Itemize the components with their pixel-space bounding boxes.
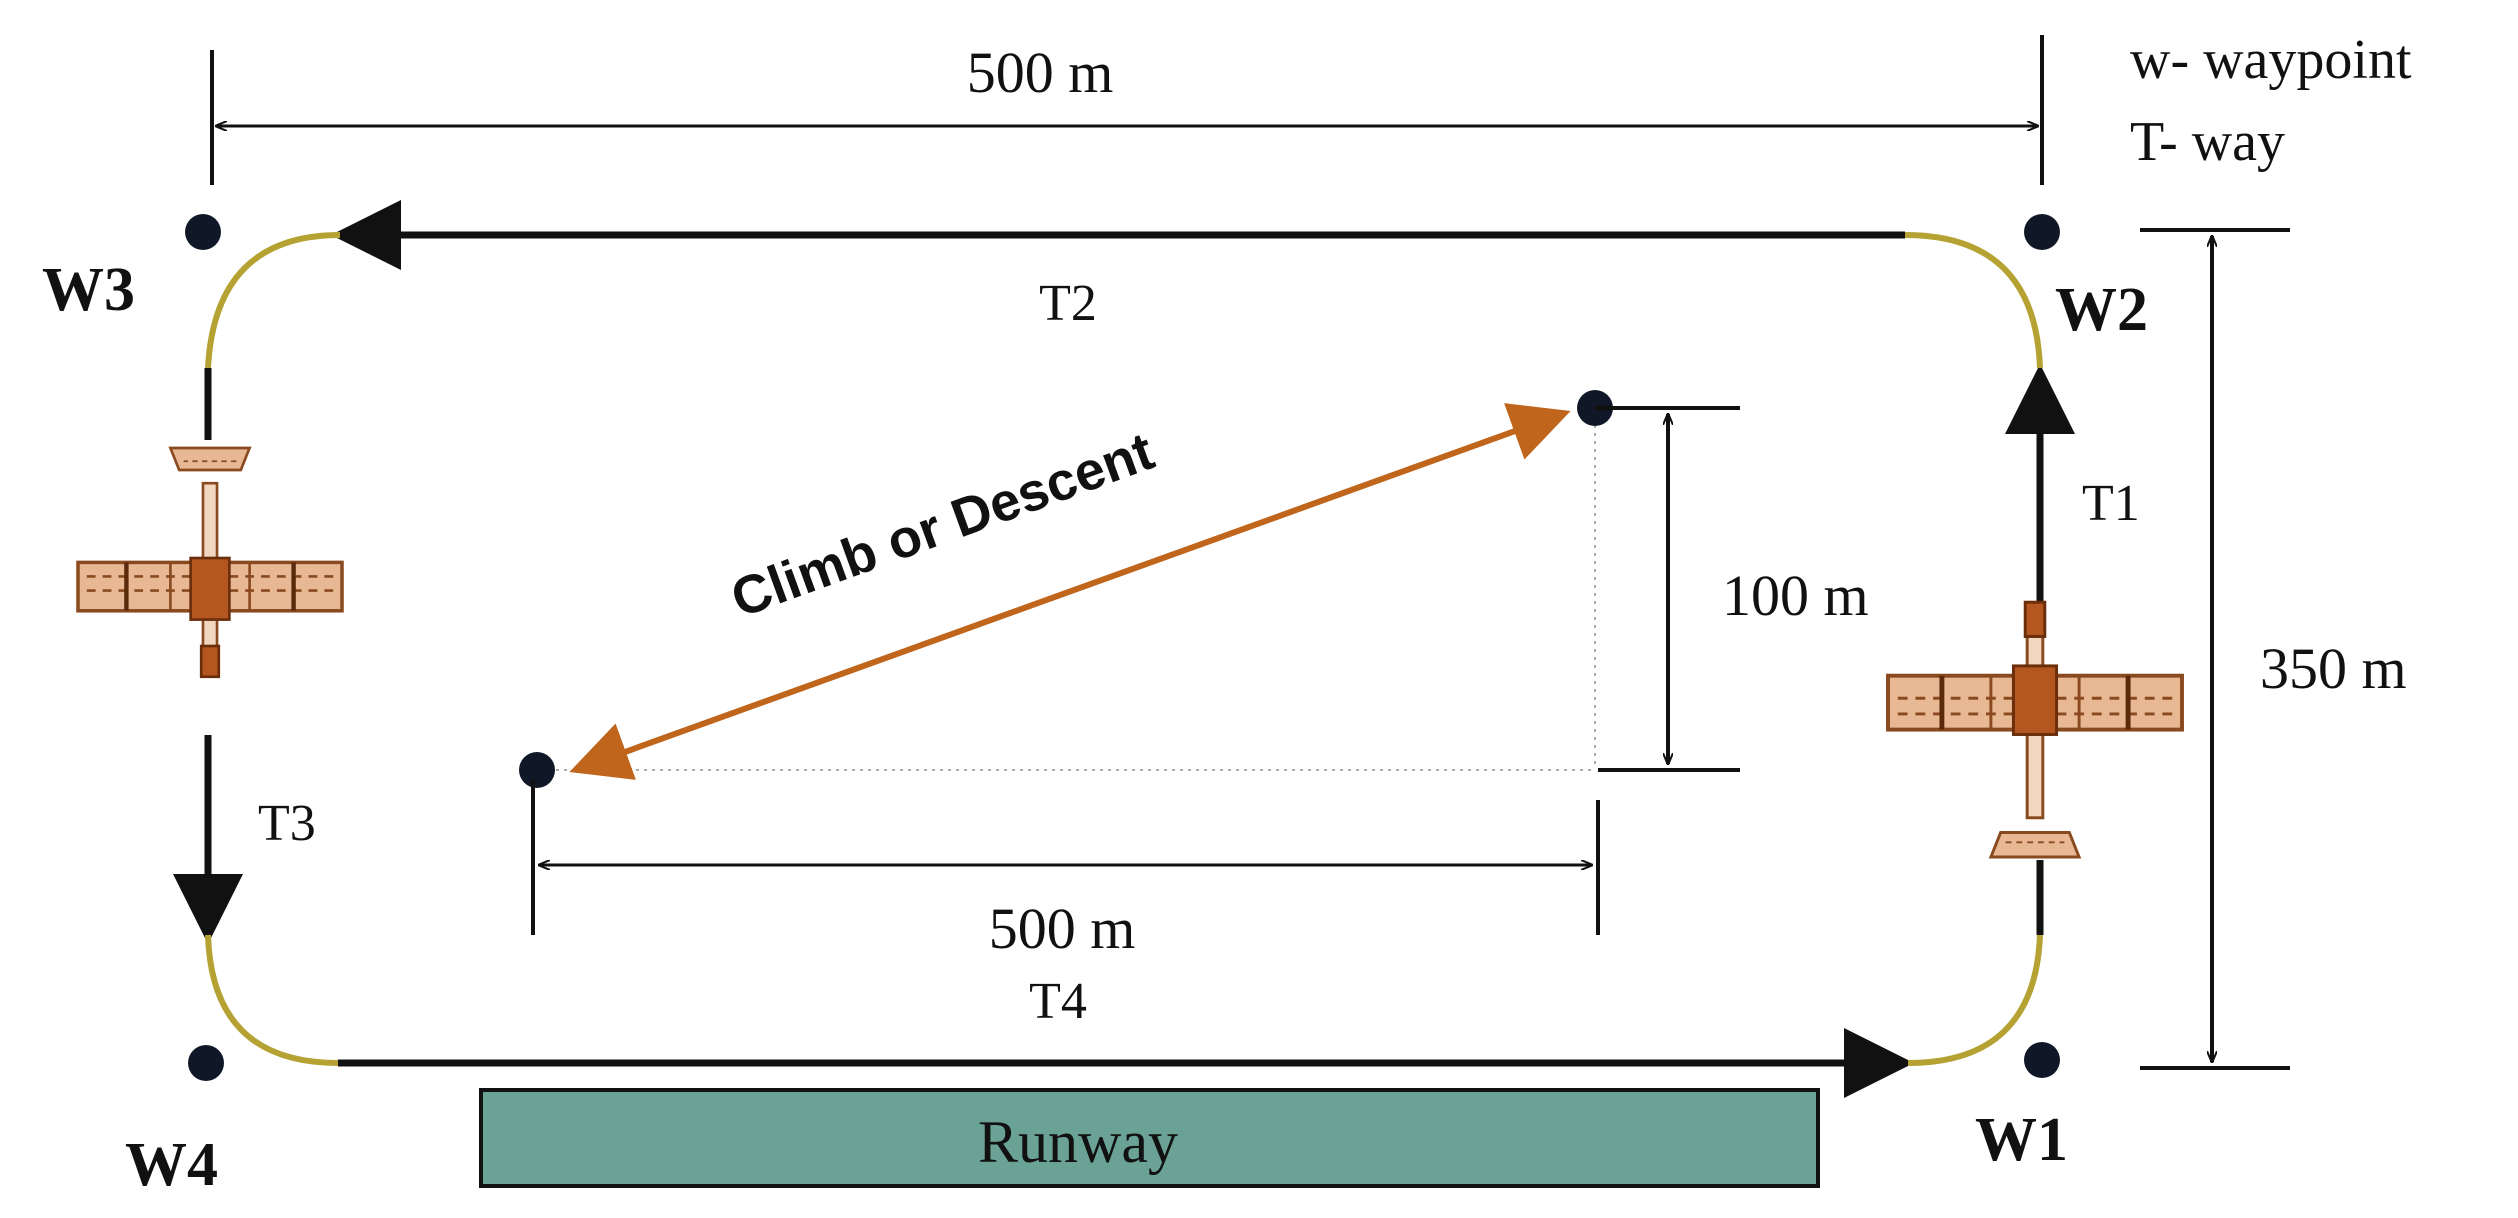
turn-arc-w1 [1907,934,2043,1066]
waypoint-dot-w1 [2024,1042,2060,1078]
turn-arc-w2 [1904,232,2043,369]
climb-or-descent-arrow [569,403,1571,780]
turn-arc-w3 [205,232,341,369]
waypoint-dot-w2 [2024,214,2060,250]
waypoint-label-w1: W1 [1975,1106,2068,1174]
climb-height-dimension [1595,406,1740,772]
runway [479,1088,1820,1188]
legend-way: T- way [2130,111,2285,173]
aircraft-icon-right [1888,602,2182,857]
right-height-dimension [2140,228,2290,1070]
top-width-label: 500 m [967,40,1114,105]
climb-length-dimension [531,780,1600,935]
way-label-t4: T4 [1029,973,1087,1030]
way-label-t2: T2 [1039,275,1097,332]
right-height-label: 350 m [2260,636,2407,701]
waypoint-label-w2: W2 [2055,276,2148,344]
aircraft-icon-left [78,448,342,677]
waypoint-label-w4: W4 [125,1131,218,1199]
way-label-t3: T3 [258,795,316,852]
turn-arc-w4 [205,934,339,1066]
waypoint-dot-w3 [185,214,221,250]
runway-label: Runway [978,1109,1178,1175]
top-width-dimension [210,35,2044,185]
waypoint-label-w3: W3 [42,256,135,324]
climb-label: Climb or Descent [724,421,1162,629]
climb-height-label: 100 m [1722,563,1869,628]
waypoint-dot-w4 [188,1045,224,1081]
legend-waypoint: w- waypoint [2130,29,2412,91]
climb-length-label: 500 m [989,896,1136,961]
way-label-t1: T1 [2082,475,2140,532]
climb-start-dot [519,752,555,788]
